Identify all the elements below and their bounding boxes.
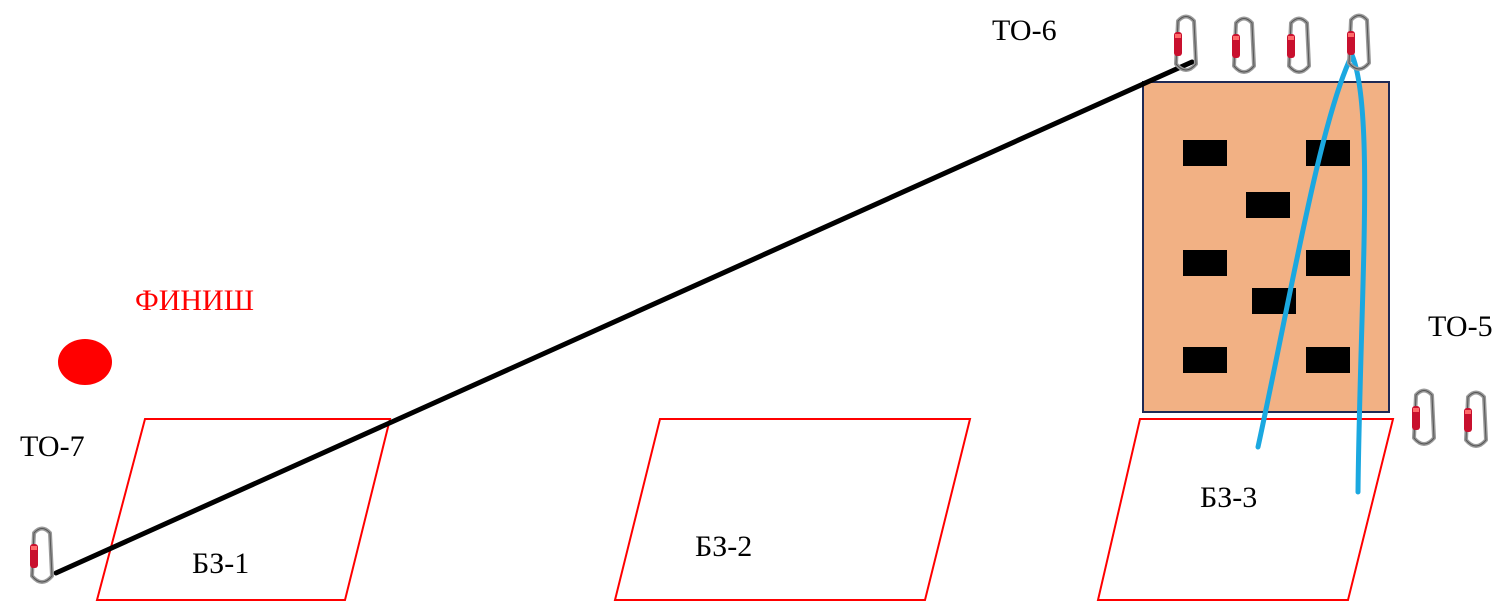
climbing-wall bbox=[1142, 81, 1390, 413]
safety-zone-3-label: БЗ-3 bbox=[1200, 481, 1258, 514]
hold-icon bbox=[1183, 140, 1227, 166]
hold-icon bbox=[1246, 192, 1290, 218]
finish-marker-icon bbox=[58, 339, 112, 385]
carabiner-icon bbox=[28, 526, 54, 584]
hold-icon bbox=[1306, 140, 1350, 166]
traverse-rope bbox=[53, 59, 1195, 576]
carabiner-icon bbox=[1345, 13, 1371, 71]
anchor-to5-label: ТО-5 bbox=[1428, 310, 1493, 343]
finish-label: ФИНИШ bbox=[135, 284, 254, 317]
hold-icon bbox=[1306, 250, 1350, 276]
safety-zone-2 bbox=[613, 418, 972, 601]
anchor-to7-label: ТО-7 bbox=[20, 430, 85, 463]
carabiner-icon bbox=[1230, 16, 1256, 74]
climbing-rope bbox=[1255, 48, 1368, 495]
safety-zone-1 bbox=[95, 418, 392, 601]
carabiner-icon bbox=[1285, 16, 1311, 74]
hold-icon bbox=[1183, 347, 1227, 373]
carabiner-icon bbox=[1410, 388, 1436, 446]
hold-icon bbox=[1306, 347, 1350, 373]
hold-icon bbox=[1183, 250, 1227, 276]
safety-zone-1-label: БЗ-1 bbox=[192, 547, 250, 580]
anchor-to6-label: ТО-6 bbox=[992, 14, 1057, 47]
safety-zone-3 bbox=[1096, 418, 1395, 601]
carabiner-icon bbox=[1462, 390, 1488, 448]
safety-zone-2-label: БЗ-2 bbox=[695, 530, 753, 563]
